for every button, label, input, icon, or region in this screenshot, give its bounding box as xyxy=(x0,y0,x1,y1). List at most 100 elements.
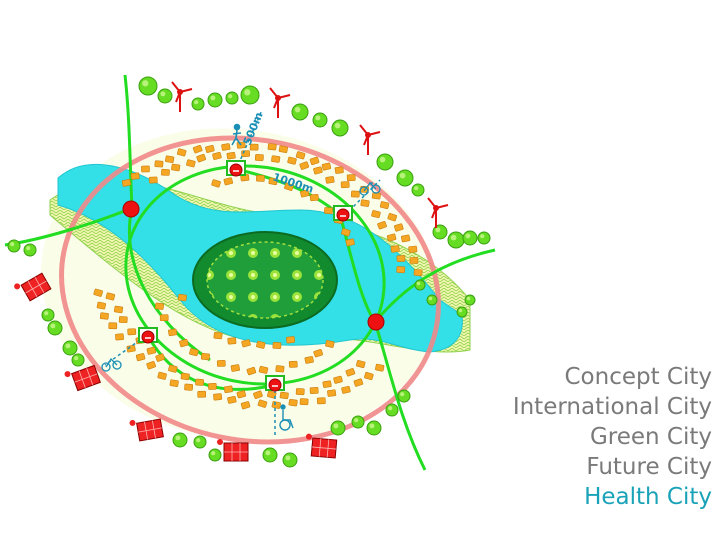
building xyxy=(159,314,169,322)
building xyxy=(96,301,107,310)
solar-panel-icon xyxy=(217,439,249,462)
building xyxy=(313,166,323,175)
building xyxy=(413,269,423,277)
outer-ring-road xyxy=(59,135,441,445)
tree xyxy=(262,447,278,463)
building xyxy=(267,143,277,151)
building xyxy=(288,360,298,368)
hub-node-west xyxy=(122,200,140,218)
building xyxy=(254,154,264,162)
building xyxy=(257,399,268,408)
building xyxy=(256,340,266,349)
solar-panel-icon xyxy=(64,364,101,392)
building xyxy=(221,143,231,151)
building xyxy=(93,288,103,297)
solar-panels xyxy=(14,272,338,462)
building xyxy=(309,193,319,202)
tree xyxy=(397,389,411,403)
building xyxy=(316,397,326,405)
tree xyxy=(47,320,63,336)
building xyxy=(192,144,203,154)
building xyxy=(322,380,332,388)
tree xyxy=(351,415,365,429)
building xyxy=(241,150,250,158)
residential-buildings xyxy=(93,141,423,410)
building xyxy=(186,159,196,168)
bicycle-icon xyxy=(359,182,381,196)
menu-item-green-city[interactable]: Green City xyxy=(589,424,712,450)
building xyxy=(272,341,282,349)
building xyxy=(333,375,343,384)
building xyxy=(256,174,265,182)
building xyxy=(146,361,156,370)
building xyxy=(223,177,234,186)
building xyxy=(324,207,333,215)
building xyxy=(195,378,204,386)
tree xyxy=(330,420,346,436)
building xyxy=(197,390,207,398)
tree xyxy=(366,420,382,436)
building xyxy=(130,172,140,180)
transit-stop-icon xyxy=(226,160,246,177)
building xyxy=(284,182,294,191)
wind-turbines xyxy=(171,81,449,228)
building xyxy=(345,368,356,377)
building xyxy=(295,151,306,160)
building xyxy=(99,312,109,320)
building xyxy=(227,337,237,345)
building xyxy=(286,336,296,344)
building xyxy=(396,255,406,262)
tree xyxy=(456,306,468,318)
building xyxy=(108,322,118,330)
building xyxy=(278,145,289,154)
building xyxy=(196,153,207,163)
building xyxy=(288,398,298,407)
building xyxy=(300,189,310,198)
tree xyxy=(157,88,173,104)
tree xyxy=(464,294,476,306)
tree xyxy=(41,308,55,322)
building xyxy=(226,151,236,160)
tree xyxy=(426,294,438,306)
building xyxy=(386,233,397,242)
building xyxy=(341,385,351,394)
building xyxy=(157,371,167,380)
building xyxy=(171,163,181,172)
building xyxy=(258,365,269,374)
building xyxy=(287,156,297,165)
tree xyxy=(462,230,478,246)
tree xyxy=(396,169,414,187)
menu-item-international-city[interactable]: International City xyxy=(512,394,712,420)
tree xyxy=(208,448,222,462)
building xyxy=(213,393,223,401)
building xyxy=(177,293,187,302)
building xyxy=(205,144,215,153)
solar-panel-icon xyxy=(129,418,164,442)
menu-item-future-city[interactable]: Future City xyxy=(586,454,712,480)
bicycle-icon-southwest xyxy=(101,357,122,372)
building xyxy=(325,340,335,348)
green-loop-road xyxy=(124,164,386,386)
building xyxy=(223,385,233,393)
transit-stop-icon xyxy=(138,327,158,344)
building xyxy=(113,305,124,314)
building xyxy=(379,201,390,210)
menu-item-health-city[interactable]: Health City xyxy=(584,484,712,510)
building xyxy=(176,148,187,157)
tree xyxy=(23,243,37,257)
building xyxy=(325,176,335,184)
building xyxy=(213,332,223,340)
building xyxy=(161,168,170,176)
building xyxy=(268,177,278,186)
building xyxy=(356,360,366,369)
building xyxy=(313,349,324,358)
tree xyxy=(240,85,260,105)
building xyxy=(309,387,319,394)
tree xyxy=(291,103,309,121)
solar-panel-icon xyxy=(305,433,338,459)
tree xyxy=(376,153,394,171)
tree xyxy=(71,353,85,367)
building xyxy=(346,174,356,182)
menu-item-concept-city[interactable]: Concept City xyxy=(564,364,712,390)
